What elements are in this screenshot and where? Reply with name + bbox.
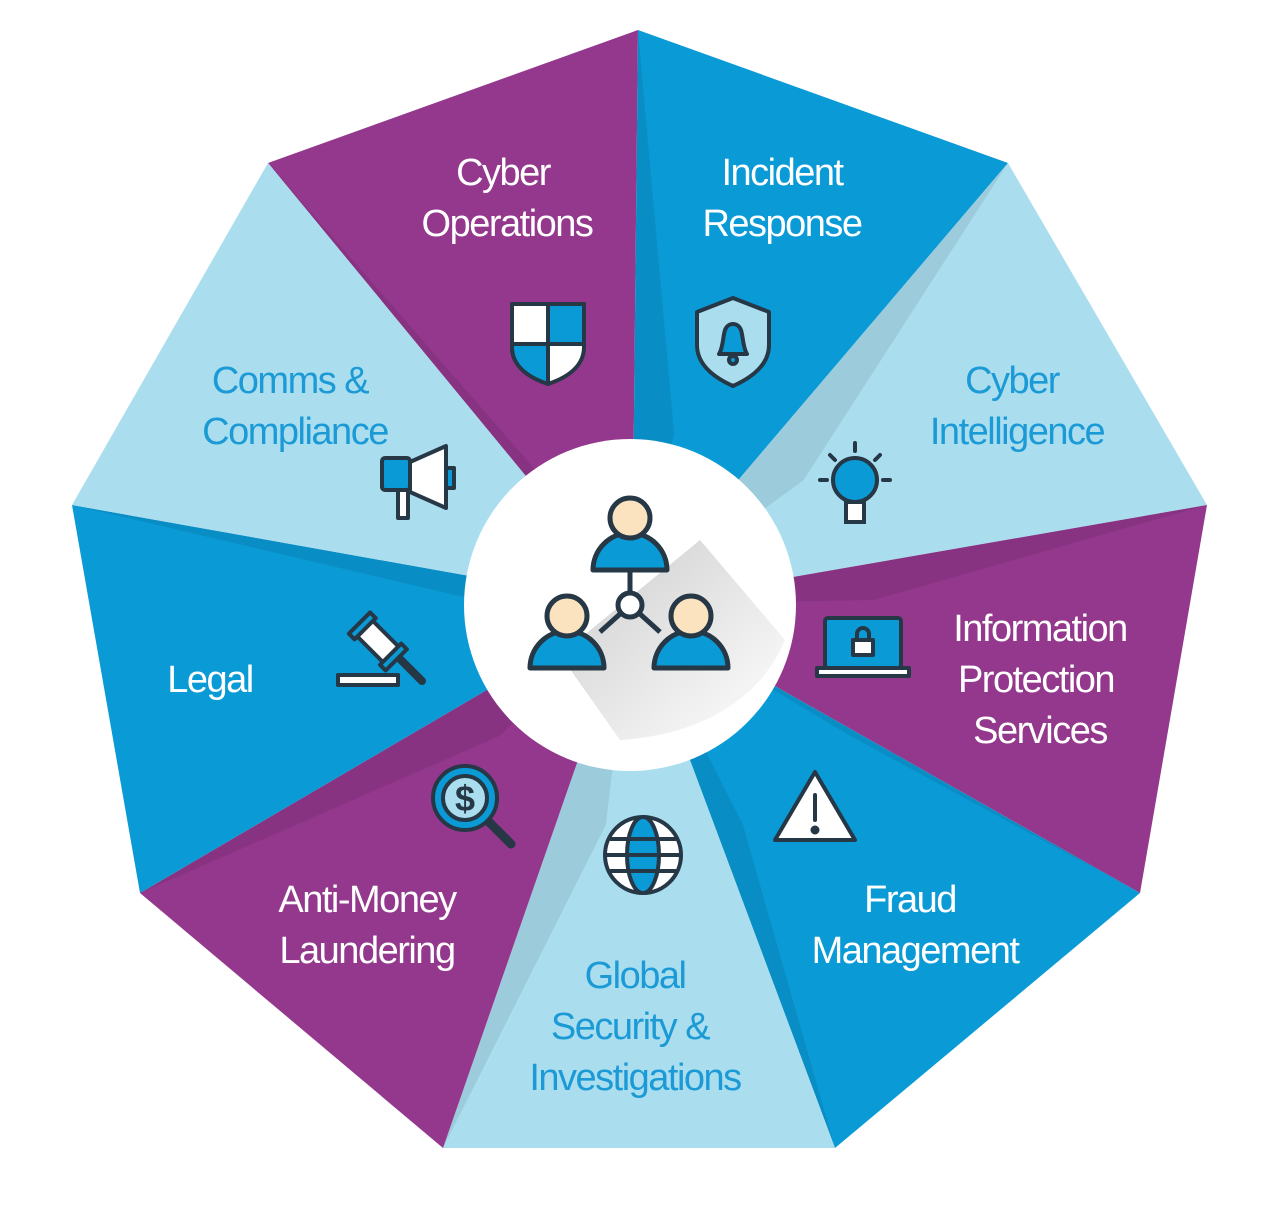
svg-text:Global: Global <box>585 955 686 997</box>
shield-icon <box>510 302 586 386</box>
team-network-icon <box>527 495 731 671</box>
segment-label-information-protection-services: Information Protection Services <box>953 608 1128 752</box>
segment-cyber-intelligence <box>632 163 1207 605</box>
dollar-search-icon: $ <box>431 764 516 849</box>
svg-text:Anti-Money: Anti-Money <box>278 879 457 921</box>
gavel-icon <box>336 610 426 687</box>
svg-text:$: $ <box>455 778 475 819</box>
svg-text:Intelligence: Intelligence <box>930 411 1105 453</box>
segment-cyber-operations <box>268 30 638 605</box>
svg-text:Laundering: Laundering <box>279 930 454 972</box>
segment-label-anti-money-laundering: Anti-Money Laundering <box>278 879 458 972</box>
svg-text:Information: Information <box>953 608 1127 650</box>
segment-label-cyber-operations: Cyber Operations <box>422 152 595 245</box>
bell-shield-icon <box>695 296 771 388</box>
segment-incident-response <box>632 30 1008 605</box>
warning-icon <box>773 770 857 842</box>
svg-text:Compliance: Compliance <box>202 411 388 453</box>
svg-text:Security &: Security & <box>551 1006 710 1048</box>
segment-anti-money-laundering <box>140 605 632 1148</box>
svg-text:Legal: Legal <box>167 659 252 701</box>
segment-label-incident-response: Incident Response <box>702 152 863 245</box>
svg-text:Incident: Incident <box>721 152 844 194</box>
megaphone-icon <box>380 444 456 520</box>
segment-label-fraud-management: Fraud Management <box>812 879 1022 972</box>
lightbulb-icon <box>818 441 892 524</box>
svg-text:Management: Management <box>812 930 1021 972</box>
svg-text:Fraud: Fraud <box>864 879 956 921</box>
globe-icon <box>603 815 683 895</box>
svg-text:Cyber: Cyber <box>456 152 552 194</box>
segment-fraud-management <box>632 605 1140 1148</box>
segment-label-cyber-intelligence: Cyber Intelligence <box>930 360 1106 453</box>
svg-text:Services: Services <box>973 710 1107 752</box>
svg-text:Response: Response <box>702 203 861 245</box>
laptop-lock-icon <box>815 616 911 678</box>
segment-label-global-security-investigations: Global Security & Investigations <box>529 955 742 1099</box>
svg-text:Cyber: Cyber <box>965 360 1061 402</box>
svg-text:Comms &: Comms & <box>212 360 369 402</box>
svg-text:Investigations: Investigations <box>529 1057 741 1099</box>
segment-label-legal: Legal <box>167 659 254 701</box>
segment-comms-compliance <box>72 163 632 605</box>
segment-label-comms-compliance: Comms & Compliance <box>202 360 390 453</box>
svg-text:Protection: Protection <box>958 659 1114 701</box>
svg-text:Operations: Operations <box>422 203 593 245</box>
